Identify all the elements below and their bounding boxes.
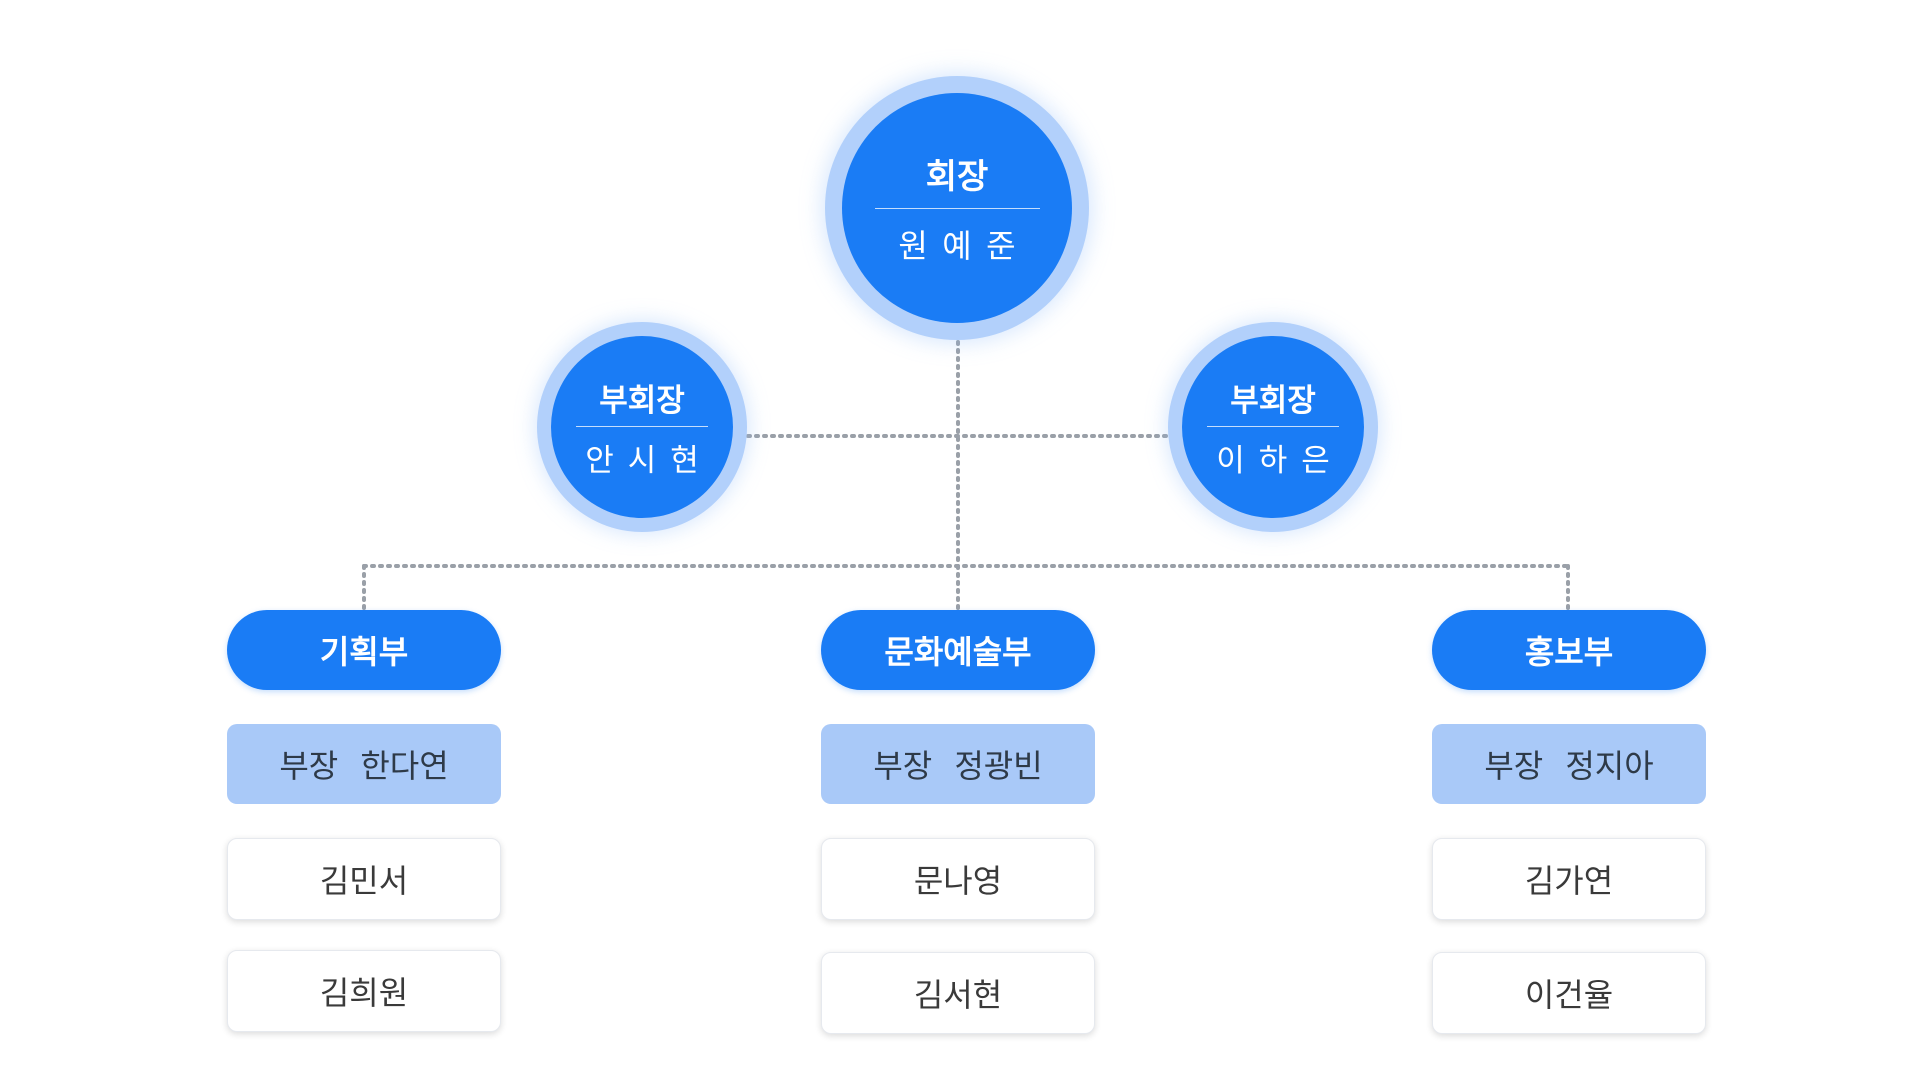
department-planning: 기획부 [227,610,501,690]
president-node: 회장 원예준 [842,93,1072,323]
member-box: 문나영 [821,838,1095,920]
department-head-planning: 부장 한다연 [227,724,501,804]
member-box: 이건율 [1432,952,1706,1034]
vice-president-node-right: 부회장 이하은 [1182,336,1364,518]
member-box: 김서현 [821,952,1095,1034]
vice-president-node-left: 부회장 안시현 [551,336,733,518]
vice-president-role: 부회장 [576,375,708,427]
president-name: 원예준 [898,227,1030,265]
president-role: 회장 [874,149,1040,209]
member-box: 김민서 [227,838,501,920]
vice-president-role: 부회장 [1207,375,1339,427]
vice-president-name: 이하은 [1216,442,1344,479]
member-box: 김희원 [227,950,501,1032]
department-head-public-relations: 부장 정지아 [1432,724,1706,804]
department-public-relations: 홍보부 [1432,610,1706,690]
member-box: 김가연 [1432,838,1706,920]
vice-president-name: 안시현 [585,442,713,479]
department-culture-arts: 문화예술부 [821,610,1095,690]
department-head-culture-arts: 부장 정광빈 [821,724,1095,804]
